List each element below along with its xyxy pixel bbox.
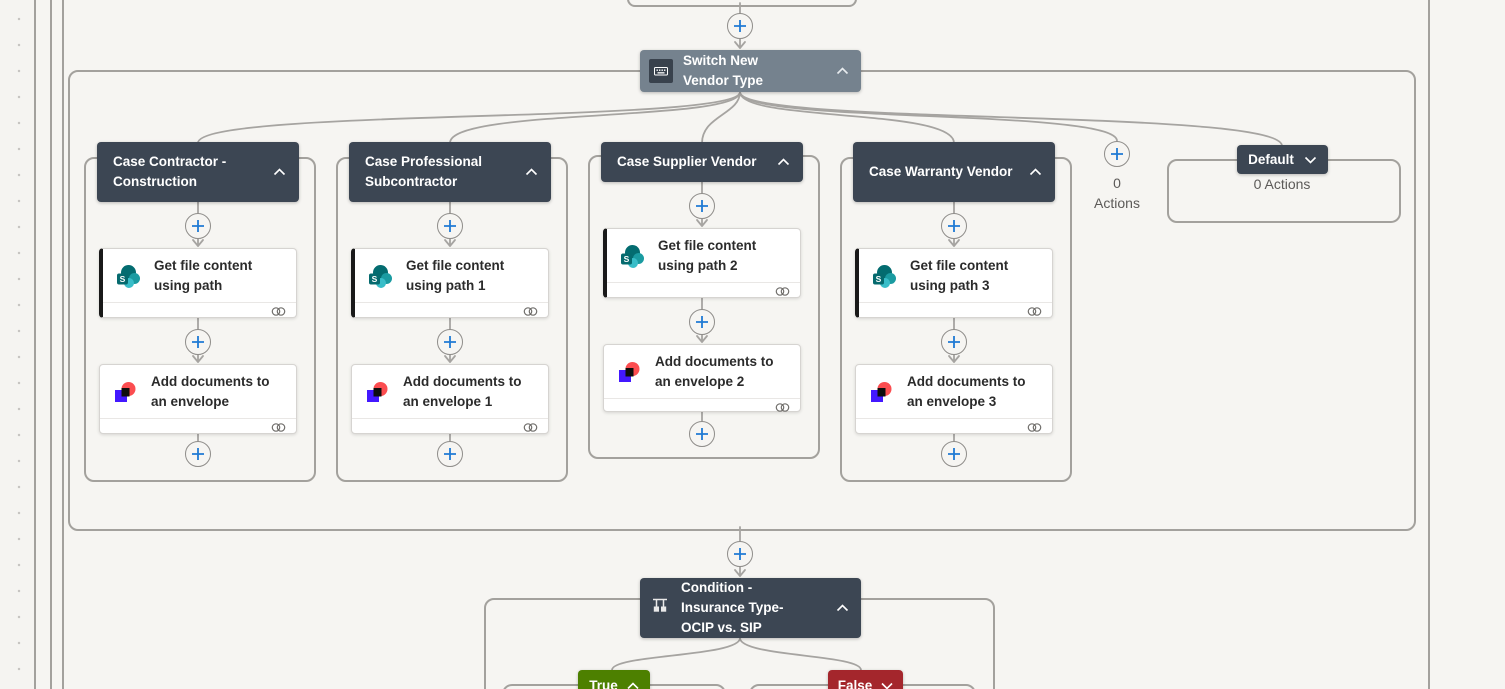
default-case-title: Default — [1248, 151, 1294, 167]
insert-action-button[interactable] — [727, 13, 753, 39]
sharepoint-icon: S — [116, 264, 140, 288]
condition-node[interactable]: Condition -Insurance Type-OCIP vs. SIP — [640, 578, 861, 638]
docusign-icon — [617, 360, 641, 384]
connection-icon[interactable] — [522, 421, 539, 439]
add-case-label: Actions — [1094, 195, 1140, 211]
case-2-header[interactable]: Case Professional Subcontractor — [349, 142, 551, 202]
insert-action-button[interactable] — [437, 213, 463, 239]
case-3-title: Case Supplier Vendor — [617, 154, 757, 169]
sharepoint-icon: S — [368, 264, 392, 288]
case-4-title: Case Warranty Vendor — [869, 164, 1013, 179]
insert-action-button[interactable] — [941, 329, 967, 355]
keyboard-switch-icon — [649, 59, 673, 83]
condition-branch-icon — [649, 594, 671, 622]
chevron-up-icon[interactable] — [273, 162, 286, 182]
action-title: Add documents to an envelope 3 — [907, 373, 1026, 409]
svg-text:S: S — [876, 274, 882, 284]
insert-action-button[interactable] — [941, 213, 967, 239]
connection-icon[interactable] — [270, 421, 287, 439]
svg-text:S: S — [372, 274, 378, 284]
action-card-get-file-content[interactable]: S Get file content using path 3 — [855, 248, 1053, 318]
sharepoint-icon: S — [620, 244, 644, 268]
connection-icon[interactable] — [774, 285, 791, 303]
action-card-get-file-content[interactable]: S Get file content using path 2 — [603, 228, 801, 298]
action-card-add-documents[interactable]: Add documents to an envelope 3 — [855, 364, 1053, 434]
outer-scope-2 — [50, 0, 1505, 689]
action-title: Get file content using path — [154, 257, 253, 293]
action-title: Add documents to an envelope — [151, 373, 270, 409]
chevron-down-icon[interactable] — [881, 678, 893, 689]
action-title: Get file content using path 2 — [658, 237, 757, 273]
default-case-actions-count: 0 Actions — [1253, 176, 1311, 192]
action-card-get-file-content[interactable]: S Get file content using path 1 — [351, 248, 549, 318]
chevron-up-icon[interactable] — [1029, 162, 1042, 182]
chevron-up-icon[interactable] — [836, 598, 849, 618]
case-1-header[interactable]: Case Contractor - Construction — [97, 142, 299, 202]
insert-action-button[interactable] — [437, 329, 463, 355]
insert-action-button[interactable] — [689, 193, 715, 219]
docusign-icon — [113, 380, 137, 404]
connection-icon[interactable] — [1026, 305, 1043, 323]
action-title: Get file content using path 1 — [406, 257, 505, 293]
case-2-title: Case Professional Subcontractor — [365, 154, 483, 189]
chevron-up-icon[interactable] — [777, 152, 790, 172]
connection-icon[interactable] — [522, 305, 539, 323]
case-3-header[interactable]: Case Supplier Vendor — [601, 142, 803, 182]
chevron-up-icon[interactable] — [525, 162, 538, 182]
false-label: False — [837, 677, 873, 689]
svg-text:S: S — [624, 254, 630, 264]
chevron-down-icon[interactable] — [1304, 150, 1317, 170]
insert-action-button[interactable] — [689, 421, 715, 447]
insert-action-button[interactable] — [185, 441, 211, 467]
connection-icon[interactable] — [1026, 421, 1043, 439]
svg-text:S: S — [120, 274, 126, 284]
outer-scope-3 — [62, 0, 1430, 689]
insert-action-button[interactable] — [727, 541, 753, 567]
case-1-title: Case Contractor - Construction — [113, 154, 227, 189]
docusign-icon — [365, 380, 389, 404]
add-case-count: 0 — [1113, 175, 1121, 191]
action-card-add-documents[interactable]: Add documents to an envelope 1 — [351, 364, 549, 434]
insert-action-button[interactable] — [941, 441, 967, 467]
sharepoint-icon: S — [872, 264, 896, 288]
insert-action-button[interactable] — [437, 441, 463, 467]
true-branch-badge[interactable]: True — [578, 670, 650, 689]
false-branch-badge[interactable]: False — [828, 670, 903, 689]
default-case-header[interactable]: Default — [1237, 145, 1328, 174]
insert-action-button[interactable] — [185, 329, 211, 355]
action-title: Add documents to an envelope 2 — [655, 353, 774, 389]
chevron-up-icon[interactable] — [836, 61, 849, 81]
true-label: True — [589, 677, 618, 689]
action-card-get-file-content[interactable]: S Get file content using path — [99, 248, 297, 318]
action-title: Add documents to an envelope 1 — [403, 373, 522, 409]
action-title: Get file content using path 3 — [910, 257, 1009, 293]
case-4-header[interactable]: Case Warranty Vendor — [853, 142, 1055, 202]
connection-icon[interactable] — [774, 401, 791, 419]
action-card-add-documents[interactable]: Add documents to an envelope 2 — [603, 344, 801, 412]
add-case-button[interactable] — [1104, 141, 1130, 167]
condition-node-title: Condition -Insurance Type-OCIP vs. SIP — [681, 580, 784, 635]
docusign-icon — [869, 380, 893, 404]
insert-action-button[interactable] — [689, 309, 715, 335]
chevron-up-icon[interactable] — [627, 678, 639, 689]
connection-icon[interactable] — [270, 305, 287, 323]
insert-action-button[interactable] — [185, 213, 211, 239]
action-card-add-documents[interactable]: Add documents to an envelope — [99, 364, 297, 434]
add-case-group: 0 Actions — [1082, 141, 1152, 213]
